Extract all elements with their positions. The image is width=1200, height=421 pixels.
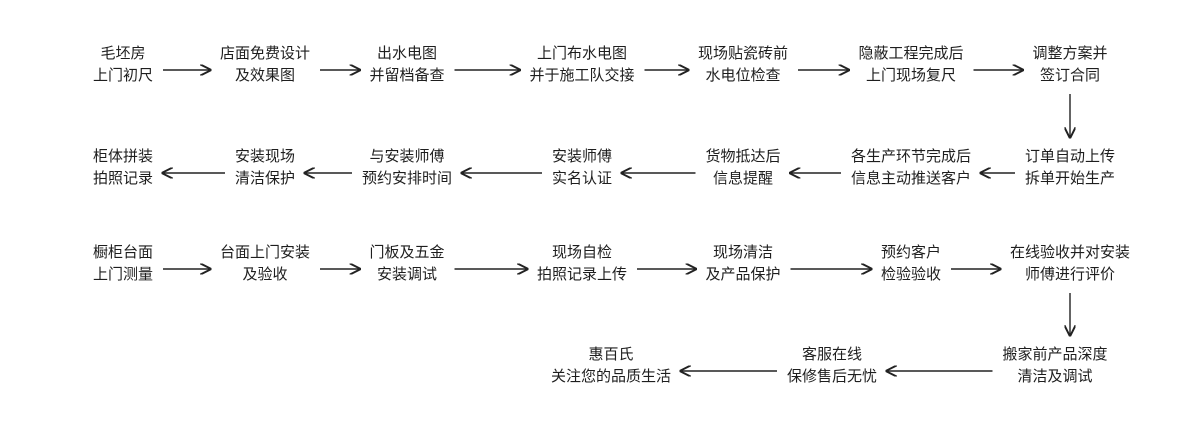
step-s10: 货物抵达后信息提醒 xyxy=(705,145,780,189)
step-label-line: 实名认证 xyxy=(551,169,613,187)
step-s18: 现场自检拍照记录上传 xyxy=(537,241,627,285)
step-label-line: 水电位检查 xyxy=(705,66,781,84)
step-label-line: 拍照记录上传 xyxy=(536,265,628,283)
step-label-line: 保修售后无忧 xyxy=(786,367,878,385)
step-label-line: 柜体拼装 xyxy=(92,147,154,165)
step-label-line: 上门测量 xyxy=(92,265,154,283)
step-label-line: 货物抵达后 xyxy=(705,147,781,165)
step-label-line: 调整方案并 xyxy=(1032,44,1108,62)
step-label-line: 及验收 xyxy=(242,265,288,283)
step-label-line: 清洁保护 xyxy=(234,169,296,187)
step-label-line: 关注您的品质生活 xyxy=(550,367,672,385)
step-label-line: 门板及五金 xyxy=(369,243,445,261)
step-label-line: 台面上门安装 xyxy=(219,243,311,261)
step-s1: 毛坯房上门初尺 xyxy=(93,42,153,86)
step-s15: 橱柜台面上门测量 xyxy=(93,241,153,285)
step-s20: 预约客户检验验收 xyxy=(881,241,941,285)
step-label-line: 拍照记录 xyxy=(92,169,154,187)
step-label-line: 毛坯房 xyxy=(100,44,146,62)
step-label-line: 检验验收 xyxy=(880,265,942,283)
step-s5: 现场贴瓷砖前水电位检查 xyxy=(698,42,788,86)
step-label-line: 安装调试 xyxy=(376,265,438,283)
step-label-line: 各生产环节完成后 xyxy=(850,147,972,165)
step-label-line: 搬家前产品深度 xyxy=(1002,345,1108,363)
step-s17: 门板及五金安装调试 xyxy=(369,241,444,285)
step-label-line: 安装现场 xyxy=(234,147,296,165)
step-label-line: 及产品保护 xyxy=(705,265,781,283)
step-s9: 各生产环节完成后信息主动推送客户 xyxy=(851,145,971,189)
step-label-line: 与安装师傅 xyxy=(369,147,445,165)
step-label-line: 橱柜台面 xyxy=(92,243,154,261)
step-s22: 搬家前产品深度清洁及调试 xyxy=(1002,343,1107,387)
step-label-line: 客服在线 xyxy=(801,345,863,363)
step-s11: 安装师傅实名认证 xyxy=(552,145,612,189)
step-label-line: 并留档备查 xyxy=(369,66,445,84)
step-label-line: 拆单开始生产 xyxy=(1024,169,1116,187)
step-label-line: 预约安排时间 xyxy=(361,169,453,187)
step-s24: 惠百氏关注您的品质生活 xyxy=(551,343,671,387)
step-label-line: 出水电图 xyxy=(376,44,438,62)
step-s23: 客服在线保修售后无忧 xyxy=(787,343,877,387)
step-label-line: 师傅进行评价 xyxy=(1024,265,1116,283)
step-label-line: 现场贴瓷砖前 xyxy=(697,44,789,62)
step-label-line: 安装师傅 xyxy=(551,147,613,165)
step-label-line: 惠百氏 xyxy=(588,345,634,363)
step-label-line: 信息提醒 xyxy=(712,169,774,187)
step-s21: 在线验收并对安装师傅进行评价 xyxy=(1010,241,1130,285)
step-s12: 与安装师傅预约安排时间 xyxy=(362,145,452,189)
step-label-line: 上门现场复尺 xyxy=(865,66,957,84)
step-s14: 柜体拼装拍照记录 xyxy=(93,145,153,189)
step-label-line: 隐蔽工程完成后 xyxy=(858,44,964,62)
step-s16: 台面上门安装及验收 xyxy=(220,241,310,285)
step-s6: 隐蔽工程完成后上门现场复尺 xyxy=(858,42,963,86)
step-s8: 订单自动上传拆单开始生产 xyxy=(1025,145,1115,189)
step-label-line: 上门初尺 xyxy=(92,66,154,84)
step-label-line: 及效果图 xyxy=(234,66,296,84)
step-s3: 出水电图并留档备查 xyxy=(369,42,444,86)
step-label-line: 并于施工队交接 xyxy=(529,66,635,84)
step-label-line: 现场清洁 xyxy=(712,243,774,261)
step-label-line: 签订合同 xyxy=(1039,66,1101,84)
step-label-line: 现场自检 xyxy=(551,243,613,261)
step-s7: 调整方案并签订合同 xyxy=(1032,42,1107,86)
step-s13: 安装现场清洁保护 xyxy=(235,145,295,189)
step-s2: 店面免费设计及效果图 xyxy=(220,42,310,86)
step-label-line: 信息主动推送客户 xyxy=(850,169,972,187)
step-label-line: 订单自动上传 xyxy=(1024,147,1116,165)
step-label-line: 店面免费设计 xyxy=(219,44,311,62)
step-label-line: 清洁及调试 xyxy=(1017,367,1093,385)
step-label-line: 预约客户 xyxy=(880,243,942,261)
step-s4: 上门布水电图并于施工队交接 xyxy=(529,42,634,86)
step-label-line: 上门布水电图 xyxy=(536,44,628,62)
step-s19: 现场清洁及产品保护 xyxy=(705,241,780,285)
step-label-line: 在线验收并对安装 xyxy=(1009,243,1131,261)
